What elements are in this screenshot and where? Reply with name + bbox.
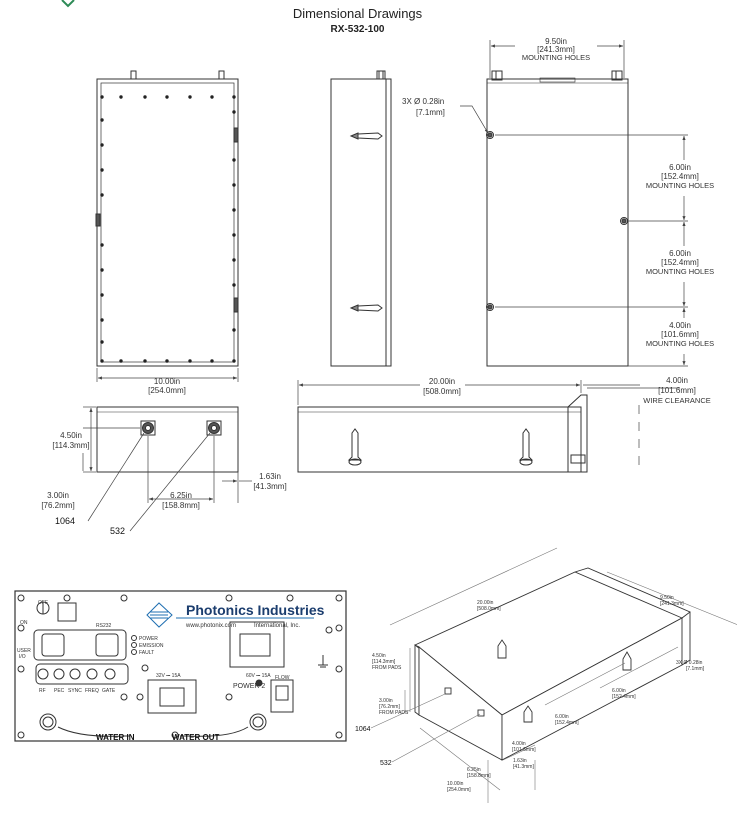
model-number: RX-532-100	[330, 24, 385, 35]
top-view-screws	[100, 95, 236, 363]
water-out-label: WATER OUT	[172, 733, 220, 742]
bnc-gate-label: GATE	[102, 688, 116, 694]
iso-spacing-b-label: 6.00in	[555, 714, 569, 720]
wire-clearance-caption: WIRE CLEARANCE	[643, 396, 711, 405]
end-view-dimensions	[81, 406, 252, 532]
height-mm: [114.3mm]	[52, 441, 89, 450]
wire-clearance-label: 4.00in	[666, 376, 688, 385]
isometric-view	[414, 567, 691, 761]
mount-spacing-1-mm: [152.4mm]	[661, 172, 699, 181]
rs232-label: RS232	[96, 623, 112, 629]
front-width-label: 10.00in	[154, 377, 180, 386]
iso-port-spacing-label: 6.25in	[467, 767, 481, 773]
user-label: USER	[17, 648, 31, 654]
iso-height-mm: [114.3mm]	[372, 659, 396, 665]
iso-width-label: 9.50in	[660, 595, 674, 601]
hole-size-mm: [7.1mm]	[416, 108, 445, 117]
bnc-freq-label: FREQ	[85, 688, 99, 694]
page-title: Dimensional Drawings	[292, 6, 423, 21]
iso-port-height-label: 3.00in	[379, 698, 393, 704]
mount-spacing-1-label: 6.00in	[669, 163, 691, 172]
isometric-dimensions	[370, 547, 737, 803]
switch-off-label: OFF	[38, 600, 48, 606]
port-532-label: 532	[110, 526, 125, 536]
iso-spacing-a-label: 6.00in	[612, 688, 626, 694]
front-width-mm: [254.0mm]	[148, 386, 186, 395]
length-mm: [508.0mm]	[423, 387, 461, 396]
switch-on-label: ON	[20, 620, 28, 626]
fault-led-label: FAULT	[139, 650, 154, 656]
iso-edge-mm: [41.3mm]	[513, 764, 534, 770]
port-1064-label: 1064	[55, 516, 75, 526]
corner-logo-mark	[61, 0, 75, 8]
bnc-labels: RF PEC SYNC FREQ GATE	[39, 688, 116, 694]
iso-front-width-label: 10.00in	[447, 781, 464, 787]
brand-name: Photonics Industries	[186, 602, 325, 618]
hole-size-label: 3X Ø 0.28in	[402, 97, 444, 106]
mount-spacing-2-caption: MOUNTING HOLES	[646, 267, 714, 276]
bnc-pec-label: PEC	[54, 688, 65, 694]
mount-spacing-3-label: 4.00in	[669, 321, 691, 330]
power-2-label: POWER 2	[233, 683, 265, 690]
iso-edge-label: 1.63in	[513, 758, 527, 764]
iso-spacing-b-mm: [152.4mm]	[555, 720, 579, 726]
iso-1064-label: 1064	[355, 726, 371, 733]
iso-wire-mm: [101.6mm]	[512, 747, 536, 753]
port-height-label: 3.00in	[47, 491, 69, 500]
mounting-width-label: 9.50in	[545, 37, 567, 46]
iso-wire-label: 4.00in	[512, 741, 526, 747]
port-edge-mm: [41.3mm]	[253, 482, 286, 491]
front-width-dimension	[96, 368, 239, 382]
iso-port-height-caption: FROM PADS	[379, 710, 409, 716]
iso-length-mm: [508.0mm]	[477, 606, 501, 612]
side-view	[330, 70, 392, 367]
mount-spacing-2-label: 6.00in	[669, 249, 691, 258]
iso-532-label: 532	[380, 760, 392, 767]
power-1-voltage-label: 32V ⎓ 15A	[156, 673, 181, 679]
port-spacing-mm: [158.8mm]	[162, 501, 200, 510]
length-label: 20.00in	[429, 377, 455, 386]
iso-height-caption: FROM PADS	[372, 665, 402, 671]
water-in-label: WATER IN	[96, 733, 135, 742]
back-view	[486, 70, 629, 367]
power-led-label: POWER	[139, 636, 158, 642]
mount-spacing-2-mm: [152.4mm]	[661, 258, 699, 267]
mount-spacing-3-mm: [101.6mm]	[661, 330, 699, 339]
flow-label: FLOW	[275, 675, 290, 681]
port-spacing-label: 6.25in	[170, 491, 192, 500]
mounting-width-caption: MOUNTING HOLES	[522, 53, 590, 62]
iso-width-mm: [241.3mm]	[660, 601, 684, 607]
mounting-width-mm: [241.3mm]	[537, 45, 575, 54]
height-label: 4.50in	[60, 431, 82, 440]
back-view-dimensions	[460, 40, 688, 367]
brand-url: www.photonix.com	[185, 623, 236, 629]
power-2-voltage-label: 60V ⎓ 15A	[246, 673, 271, 679]
rear-panel	[14, 590, 347, 742]
bnc-rf-label: RF	[39, 688, 46, 694]
mount-spacing-1-caption: MOUNTING HOLES	[646, 181, 714, 190]
brand-intl: International, Inc.	[254, 623, 300, 629]
port-edge-label: 1.63in	[259, 472, 281, 481]
wire-clearance-mm: [101.6mm]	[658, 386, 696, 395]
side-elevation-dimensions	[297, 380, 680, 472]
port-height-mm: [76.2mm]	[41, 501, 74, 510]
iso-height-label: 4.50in	[372, 653, 386, 659]
iso-port-spacing-mm: [158.8mm]	[467, 773, 491, 779]
mount-spacing-3-caption: MOUNTING HOLES	[646, 339, 714, 348]
iso-hole-mm: [7.1mm]	[686, 666, 705, 672]
bnc-sync-label: SYNC	[68, 688, 82, 694]
iso-port-height-mm: [76.2mm]	[379, 704, 400, 710]
end-view	[96, 406, 239, 473]
side-elevation	[297, 394, 588, 473]
iso-length-label: 20.00in	[477, 600, 494, 606]
io-label: I/O	[19, 654, 26, 660]
emission-led-label: EMISSION	[139, 643, 164, 649]
iso-hole-label: 3X Ø 0.28in	[676, 660, 703, 666]
top-view	[95, 70, 239, 367]
header: Dimensional Drawings RX-532-100	[0, 0, 737, 40]
iso-spacing-a-mm: [152.4mm]	[612, 694, 636, 700]
iso-front-width-mm: [254.0mm]	[447, 787, 471, 793]
